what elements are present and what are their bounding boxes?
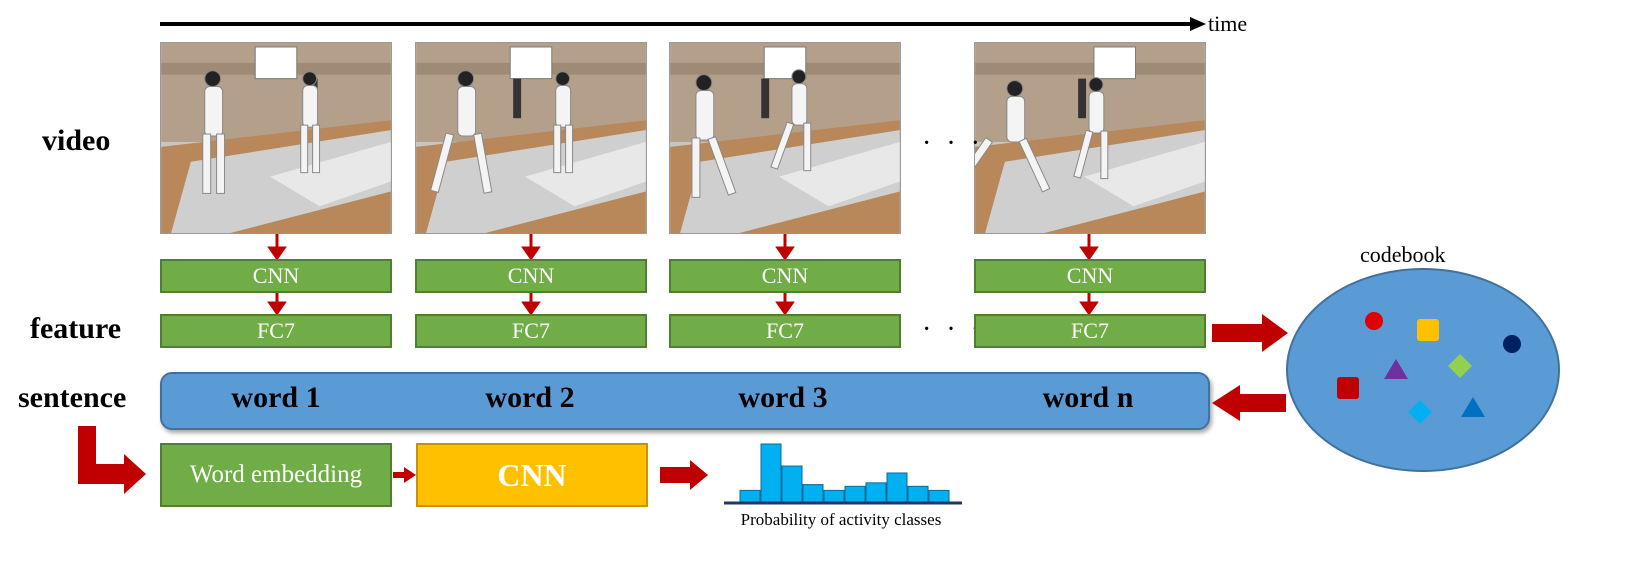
fencing-scene xyxy=(416,43,646,233)
cnn-box-3: CNN xyxy=(669,259,901,293)
video-frame-1 xyxy=(160,42,392,234)
time-label: time xyxy=(1208,11,1248,36)
codebook-title: codebook xyxy=(1360,242,1446,267)
histogram-bar xyxy=(865,482,887,503)
codebook-ellipse xyxy=(1286,268,1560,472)
codebook-circle-icon xyxy=(1365,312,1383,330)
codebook-square-icon xyxy=(1337,377,1359,399)
codebook-triangle-icon xyxy=(1384,359,1408,379)
video-frame-n xyxy=(974,42,1206,234)
video-frame-2 xyxy=(415,42,647,234)
sentence-cnn-box: CNN xyxy=(416,443,648,507)
row-label-feature: feature xyxy=(30,312,122,345)
fencing-scene xyxy=(975,43,1205,233)
sentence-to-embedding-arrow xyxy=(78,426,146,494)
codebook-diamond-icon xyxy=(1408,400,1432,424)
histogram-bar xyxy=(781,465,803,503)
fencing-scene xyxy=(161,43,391,233)
histogram-bar xyxy=(886,472,908,503)
word-n: word n xyxy=(1042,381,1134,414)
embedding-to-cnn-arrow xyxy=(393,467,416,483)
row-label-sentence: sentence xyxy=(18,381,127,414)
histogram-bar xyxy=(907,485,929,503)
sentence-bar xyxy=(160,372,1210,430)
codebook-square-icon xyxy=(1417,319,1439,341)
histogram-caption: Probability of activity classes xyxy=(740,510,942,529)
row-label-video: video xyxy=(42,124,111,157)
cnn-to-histogram-arrow xyxy=(660,460,708,490)
fc7-box-n: FC7 xyxy=(974,314,1206,348)
activity-histogram xyxy=(724,443,962,505)
word-embedding-box: Word embedding xyxy=(160,443,392,507)
histogram-bar xyxy=(802,484,824,503)
cnn-box-n: CNN xyxy=(974,259,1206,293)
word-1: word 1 xyxy=(231,381,321,414)
fc7-box-1: FC7 xyxy=(160,314,392,348)
codebook-circle-icon xyxy=(1503,335,1521,353)
histogram-bar xyxy=(739,489,761,503)
codebook-diamond-icon xyxy=(1448,354,1472,378)
codebook-to-sentence-arrow xyxy=(1212,385,1286,421)
fc7-box-2: FC7 xyxy=(415,314,647,348)
codebook-triangle-icon xyxy=(1461,397,1485,417)
histogram-bar xyxy=(928,489,950,503)
word-3: word 3 xyxy=(738,381,828,414)
video-frame-3 xyxy=(669,42,901,234)
histogram-bar xyxy=(844,485,866,503)
fc7-box-3: FC7 xyxy=(669,314,901,348)
fencing-scene xyxy=(670,43,900,233)
time-arrow xyxy=(160,17,1206,31)
feature-to-codebook-arrow xyxy=(1212,314,1288,352)
histogram-bar xyxy=(823,489,845,503)
ellipsis-video: · · · xyxy=(922,128,984,159)
histogram-bar xyxy=(760,443,782,503)
cnn-box-1: CNN xyxy=(160,259,392,293)
word-2: word 2 xyxy=(485,381,575,414)
codebook-shape xyxy=(1286,268,1560,472)
ellipsis-feature: · · · xyxy=(922,314,984,345)
cnn-box-2: CNN xyxy=(415,259,647,293)
